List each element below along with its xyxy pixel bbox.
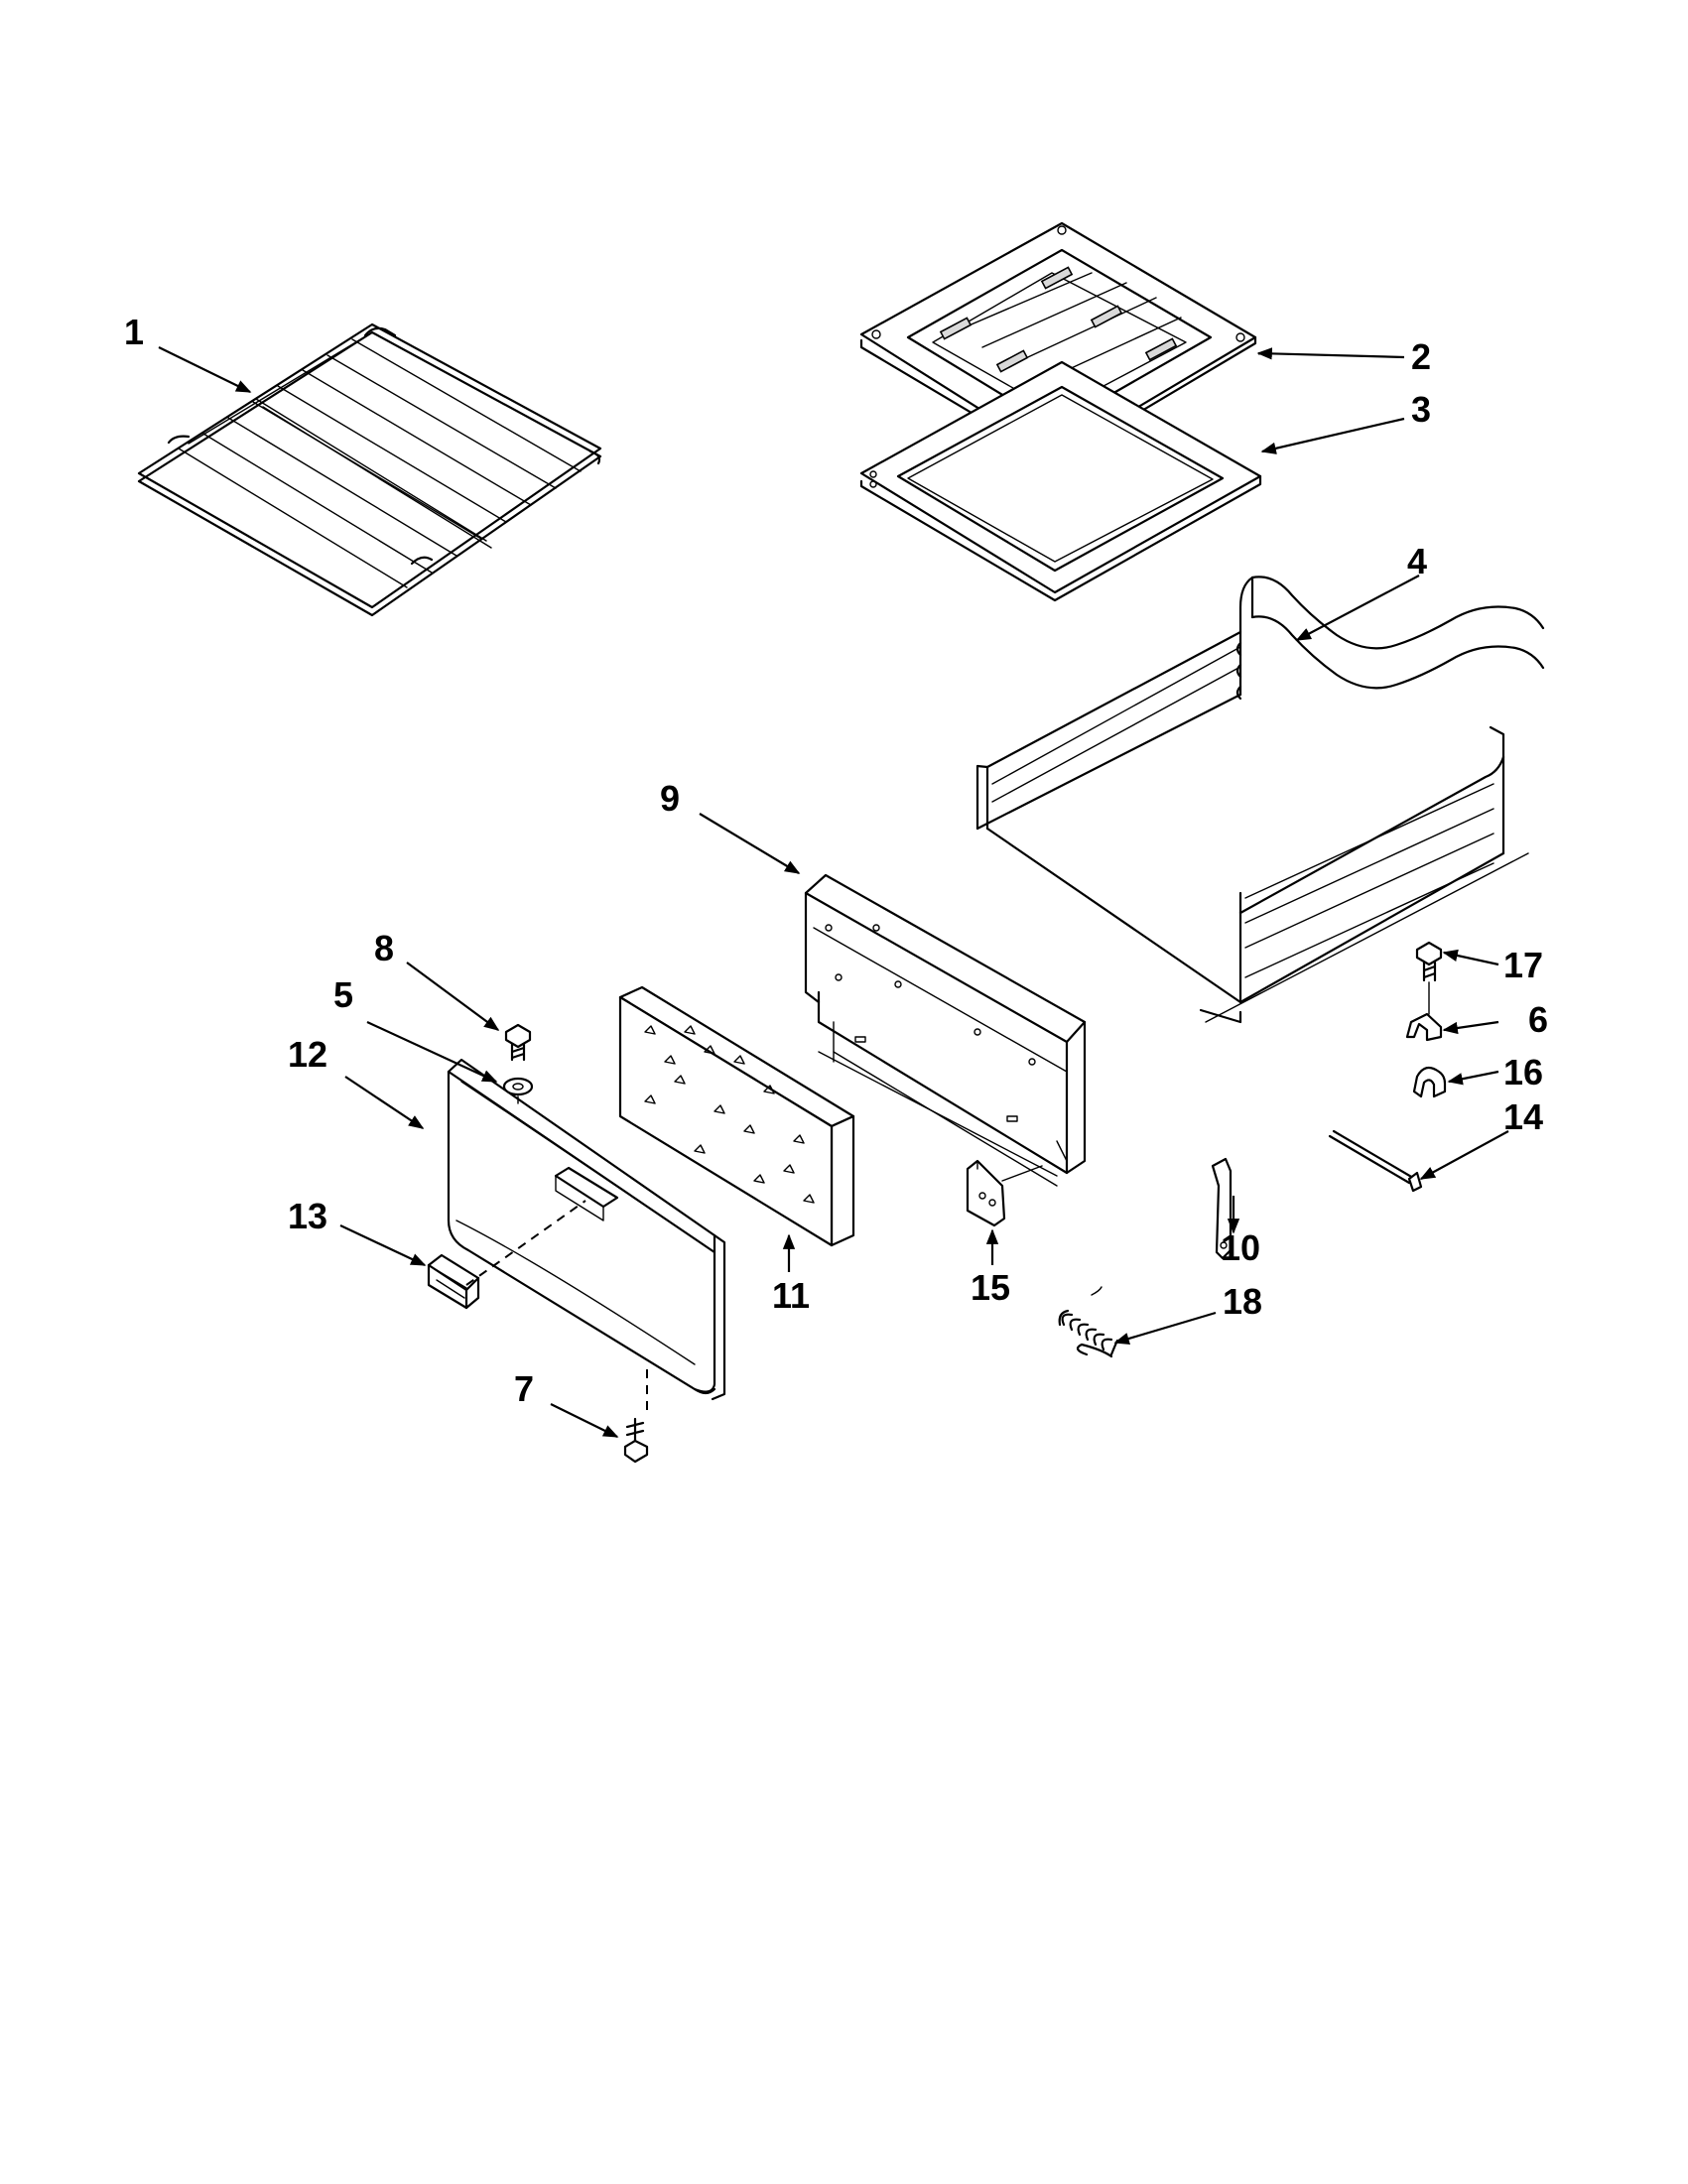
callout-2: 2	[1411, 336, 1431, 377]
broiler-grid	[859, 221, 1257, 464]
hinge-guide	[1001, 1165, 1043, 1182]
insulation-block	[618, 985, 855, 1247]
leader-lines	[158, 346, 1509, 1438]
callout-3: 3	[1411, 389, 1431, 430]
oven-rack	[137, 322, 602, 617]
callout-4: 4	[1407, 541, 1427, 581]
screw-7	[623, 1417, 649, 1464]
screw-17	[1415, 941, 1443, 982]
callout-18: 18	[1223, 1281, 1262, 1322]
callout-10: 10	[1221, 1227, 1260, 1268]
callout-6: 6	[1528, 999, 1548, 1040]
callout-7: 7	[514, 1368, 534, 1409]
drawer-body	[975, 576, 1545, 1024]
callout-13: 13	[288, 1196, 327, 1236]
spring	[1058, 1286, 1119, 1358]
hinge-bracket	[966, 1159, 1006, 1227]
washer-5	[502, 1077, 534, 1096]
callout-1: 1	[124, 312, 144, 352]
broiler-pan	[859, 360, 1262, 602]
rod	[1328, 1129, 1423, 1193]
callout-labels: 1 2 3 4 9 8 5 12 13 7 11 15 10 18 17 6 1…	[124, 312, 1548, 1409]
slide-arm	[1211, 1157, 1233, 1260]
handle-insert	[427, 1253, 480, 1310]
callout-9: 9	[660, 778, 680, 819]
callout-12: 12	[288, 1034, 327, 1075]
callout-17: 17	[1503, 945, 1543, 985]
handle-guide	[465, 1200, 586, 1286]
callout-15: 15	[971, 1267, 1010, 1308]
callout-14: 14	[1503, 1096, 1543, 1137]
callout-5: 5	[333, 974, 353, 1015]
callout-8: 8	[374, 928, 394, 968]
clip-16	[1412, 1066, 1447, 1098]
screw-8	[504, 1023, 532, 1062]
clip-6	[1405, 1012, 1443, 1042]
callout-16: 16	[1503, 1052, 1543, 1092]
callout-11: 11	[772, 1275, 810, 1316]
drawer-inner-panel	[804, 873, 1087, 1187]
